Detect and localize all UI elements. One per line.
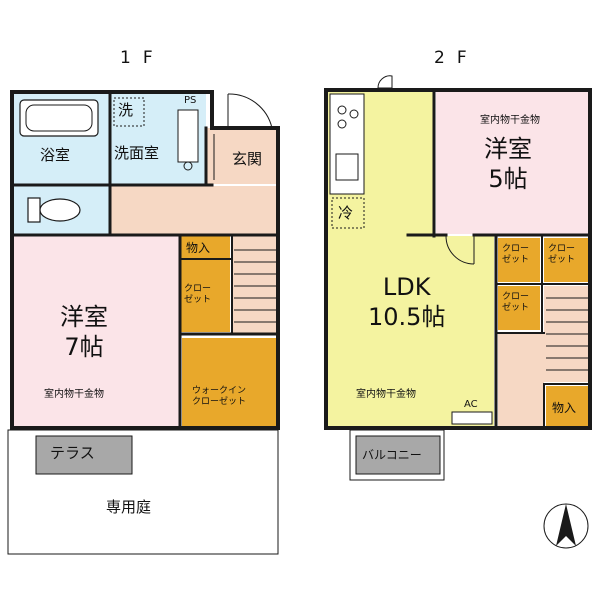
entrance-door-swing xyxy=(227,93,273,129)
balcony-label: バルコニー xyxy=(362,448,422,462)
floor-label-2f: 2F xyxy=(434,48,479,68)
washer-label: 洗 xyxy=(118,101,134,119)
drying-rack-ldk-label: 室内物干金物 xyxy=(356,389,416,400)
storage-1f-label: 物入 xyxy=(186,241,211,255)
walkin-closet-label: ウォークイン クローゼット xyxy=(192,386,247,407)
walkin-closet-fill xyxy=(182,338,276,426)
stairs-2f xyxy=(546,297,588,371)
terrace-label: テラス xyxy=(50,444,95,462)
stairs-1f xyxy=(234,249,276,323)
closet-2f-a-label: クロー ゼット xyxy=(502,244,530,265)
closet-2f-b-fill xyxy=(544,238,588,282)
ldk-label: LDK 10.5帖 xyxy=(368,273,446,331)
hall-1f-fill xyxy=(110,186,276,234)
storage-2f-label: 物入 xyxy=(552,401,577,415)
ps-label: PS xyxy=(184,95,197,106)
closet-2f-a-fill xyxy=(498,238,540,282)
bathroom-label: 浴室 xyxy=(40,146,71,164)
stairs-1f-fill xyxy=(232,236,276,334)
fridge-label: 冷 xyxy=(338,204,354,222)
closet-1f-label: クロー ゼット xyxy=(184,284,212,305)
walls-1f xyxy=(10,90,280,430)
drying-rack-1f-label: 室内物干金物 xyxy=(44,389,104,400)
floor-label-1f: 1F xyxy=(120,48,165,68)
walls-2f xyxy=(324,88,592,430)
roof-hatch xyxy=(377,75,393,89)
kitchen-sink-icon xyxy=(335,153,359,181)
stove-icon xyxy=(337,105,359,129)
western-room-5-label: 洋室 5帖 xyxy=(484,135,532,193)
room-door-swing xyxy=(445,235,475,265)
drying-rack-room-label: 室内物干金物 xyxy=(480,115,540,126)
closet-2f-b-label: クロー ゼット xyxy=(548,244,576,265)
terrace-fill xyxy=(35,435,133,475)
ac-label: AC xyxy=(464,399,478,410)
sink-icon xyxy=(177,109,199,163)
storage-2f-fill xyxy=(546,386,588,428)
closet-1f-fill xyxy=(180,260,230,332)
western-room-7-label: 洋室 7帖 xyxy=(60,303,108,361)
storage-1f-fill xyxy=(180,236,230,258)
entrance-fill xyxy=(206,128,276,184)
western-room-7-fill xyxy=(14,236,180,426)
toilet-icon xyxy=(27,197,81,223)
washer-space xyxy=(113,97,145,127)
entrance-label: 玄関 xyxy=(232,150,263,168)
closet-2f-c-label: クロー ゼット xyxy=(502,292,530,313)
washroom-label: 洗面室 xyxy=(114,144,160,162)
fridge-space xyxy=(331,197,365,229)
north-arrow-icon xyxy=(543,503,589,549)
closet-2f-c-fill xyxy=(498,286,540,330)
ac-unit xyxy=(451,411,493,425)
western-room-5-fill xyxy=(436,92,588,234)
ldk-fill-lower xyxy=(434,236,494,428)
garden-label: 専用庭 xyxy=(106,498,152,516)
kitchen-counter xyxy=(329,93,365,195)
bathtub-icon xyxy=(19,99,99,137)
hall-2f-fill xyxy=(498,334,544,428)
